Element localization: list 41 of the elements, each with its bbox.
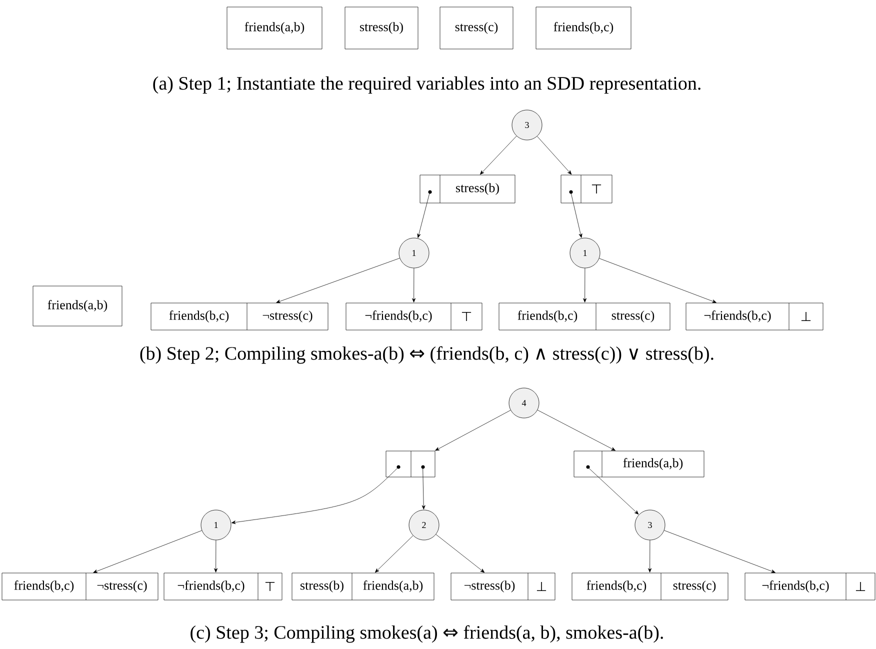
arrow	[480, 136, 517, 175]
arrow	[422, 467, 426, 510]
arrow	[648, 540, 652, 572]
pair-box: ¬friends(b,c) ⊤	[346, 302, 482, 330]
pair-box: stress(b)	[420, 174, 516, 204]
arrow	[375, 535, 414, 573]
pair-box: friends(b,c) ¬stress(c)	[2, 572, 158, 600]
variable-box: friends(a,b)	[32, 286, 122, 326]
arrow	[583, 268, 587, 302]
arrow	[435, 410, 511, 451]
pair-box: friends(b,c) stress(c)	[572, 572, 728, 600]
arrow	[570, 192, 582, 238]
pair-box: ¬friends(b,c) ⊥	[744, 572, 876, 600]
arrow	[588, 467, 639, 514]
variable-box: friends(b,c)	[536, 6, 632, 50]
arrow	[231, 467, 398, 524]
arrow	[664, 530, 776, 573]
pair-box: friends(b,c) stress(c)	[498, 302, 670, 330]
arrow	[93, 530, 202, 573]
caption: (b) Step 2; Compiling smokes-a(b) ⇔ (friends(b, c) ∧ stress(c)) ∨ stress(b).	[140, 346, 714, 364]
variable-box: friends(a,b)	[226, 6, 322, 50]
arrow	[417, 192, 430, 238]
pair-box: ¬stress(b) ⊥	[450, 572, 556, 600]
pair-box: ⊤	[560, 174, 612, 204]
arrow	[214, 540, 218, 572]
pair-box: ¬friends(b,c) ⊥	[686, 302, 824, 330]
arrow	[599, 258, 716, 303]
variable-box: stress(c)	[440, 6, 514, 50]
pair-box: friends(a,b)	[574, 450, 704, 478]
arrow	[276, 258, 400, 303]
pair-box: ¬friends(b,c) ⊤	[164, 572, 282, 600]
variable-box: stress(b)	[344, 6, 418, 50]
pair-box	[386, 450, 436, 478]
pair-box: stress(b) friends(a,b)	[292, 572, 434, 600]
arrow	[536, 136, 572, 175]
arrow	[537, 410, 616, 451]
caption: (a) Step 1; Instantiate the required variables into an SDD representation.	[153, 76, 700, 94]
arrow	[436, 534, 485, 573]
caption: (c) Step 3; Compiling smokes(a) ⇔ friends(a, b), smokes-a(b).	[190, 625, 663, 643]
arrow	[412, 268, 416, 302]
pair-box: friends(b,c) ¬stress(c)	[150, 302, 328, 330]
